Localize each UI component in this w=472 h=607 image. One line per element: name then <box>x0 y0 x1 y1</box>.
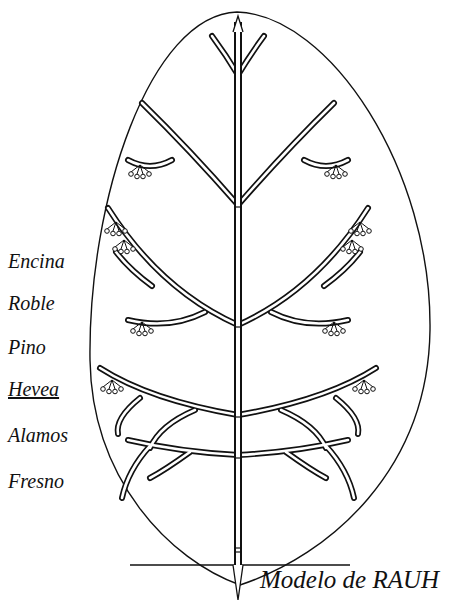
internode-marks <box>234 207 242 552</box>
caption: Modelo de RAUH <box>260 566 439 594</box>
left-branches <box>100 36 238 498</box>
species-label: Alamos <box>8 424 68 446</box>
root <box>233 565 243 600</box>
species-label: Encina <box>8 250 65 272</box>
species-label: Roble <box>8 292 55 314</box>
crown-outline <box>90 12 430 585</box>
species-label: Pino <box>8 336 46 358</box>
species-label: Fresno <box>8 470 64 492</box>
right-branches <box>238 36 376 498</box>
trunk <box>234 22 242 565</box>
species-label: Hevea <box>8 378 59 400</box>
